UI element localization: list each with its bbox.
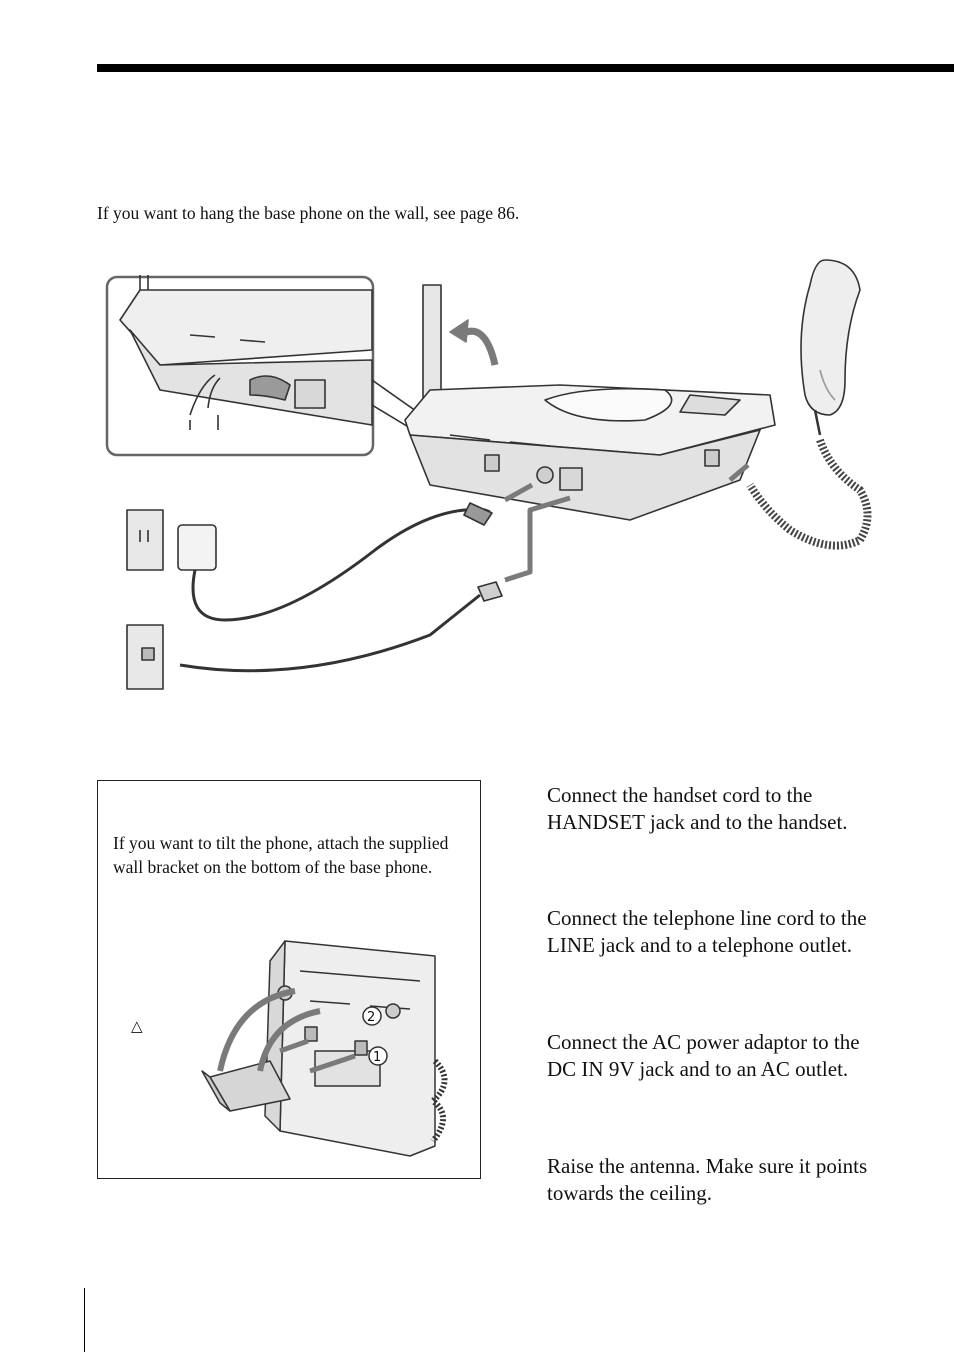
- callout-2: 2: [367, 1010, 375, 1025]
- handset: [800, 259, 861, 416]
- tip-marker: △: [131, 1017, 143, 1035]
- antenna: [422, 284, 442, 401]
- step-3: Connect the AC power adaptor to the DC I…: [547, 1030, 860, 1081]
- header-rule: [97, 64, 954, 72]
- callout-1: 1: [373, 1050, 381, 1065]
- ac-adaptor: [177, 524, 217, 571]
- step-4: Raise the antenna. Make sure it points t…: [547, 1154, 868, 1205]
- tip-text: If you want to tilt the phone, attach th…: [113, 833, 449, 877]
- step-2: Connect the telephone line cord to the L…: [547, 906, 867, 957]
- wall-outlet-ac: [126, 509, 164, 571]
- connection-diagram: [105, 259, 872, 690]
- footer-rule: [84, 1288, 86, 1352]
- handset-cord: [746, 438, 872, 550]
- wall-bracket-illustration: △ 2 1: [131, 940, 448, 1157]
- step-1: Connect the handset cord to the HANDSET …: [547, 783, 848, 834]
- intro-text: If you want to hang the base phone on th…: [97, 203, 520, 223]
- tip-box: If you want to tilt the phone, attach th…: [97, 780, 481, 1179]
